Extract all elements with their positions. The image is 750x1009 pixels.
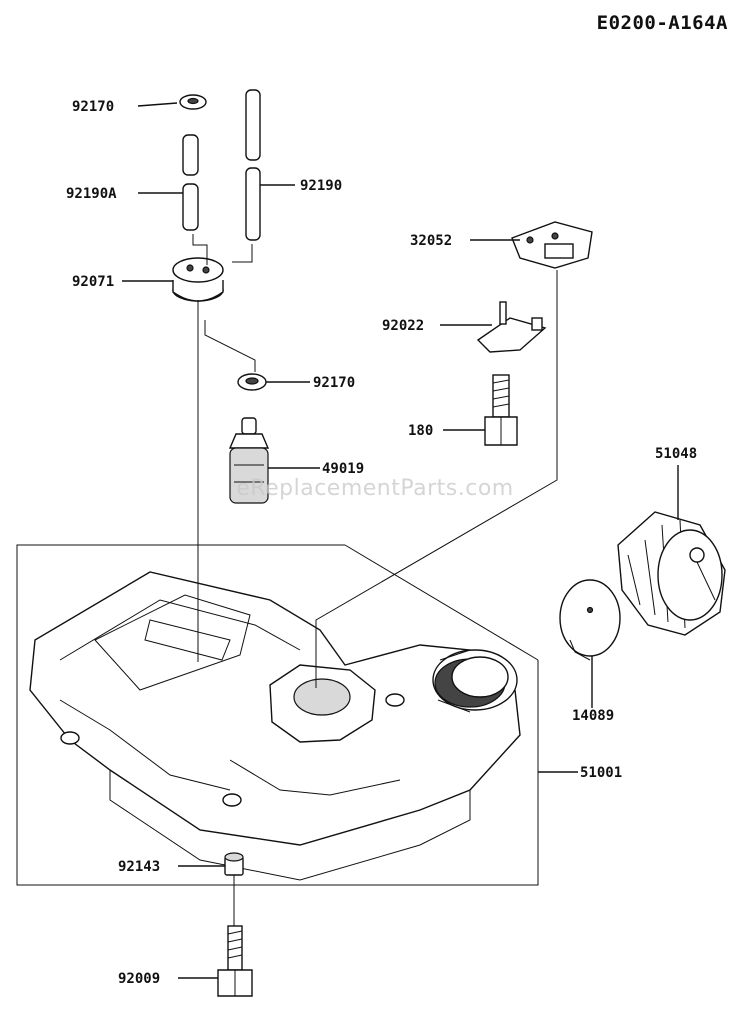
watermark: eReplacementParts.com — [236, 476, 514, 501]
part-label-92170-lower: 92170 — [313, 375, 355, 391]
part-label-92071: 92071 — [72, 274, 114, 290]
part-label-92143: 92143 — [118, 859, 160, 875]
tank-assembly-frame — [16, 544, 539, 886]
part-label-51048: 51048 — [655, 446, 697, 462]
grommet — [172, 257, 224, 302]
fuel-cap — [617, 511, 726, 636]
part-labels: 92170 92190A 92190 92071 92170 49019 320… — [66, 99, 697, 987]
cap-gasket — [559, 579, 621, 661]
assembly-lines — [197, 270, 558, 926]
part-label-92009: 92009 — [118, 971, 160, 987]
bolt-180 — [484, 374, 518, 446]
stopper-plate — [476, 301, 547, 353]
hose-clips — [179, 94, 267, 391]
leader-lines — [122, 102, 679, 979]
diagram-id: E0200-A164A — [596, 12, 728, 34]
part-label-32052: 32052 — [410, 233, 452, 249]
fuel-filter — [228, 417, 270, 504]
part-label-51001: 51001 — [580, 765, 622, 781]
fuel-pipes — [182, 89, 261, 265]
part-label-92190a: 92190A — [66, 186, 117, 202]
bolt-92009 — [217, 925, 253, 997]
part-label-180: 180 — [408, 423, 433, 439]
part-label-92022: 92022 — [382, 318, 424, 334]
tank-bracket — [511, 221, 593, 269]
part-label-49019: 49019 — [322, 461, 364, 477]
part-label-14089: 14089 — [572, 708, 614, 724]
part-label-92170-top: 92170 — [72, 99, 114, 115]
collar — [224, 852, 244, 876]
part-label-92190: 92190 — [300, 178, 342, 194]
fuel-tank — [29, 571, 521, 881]
